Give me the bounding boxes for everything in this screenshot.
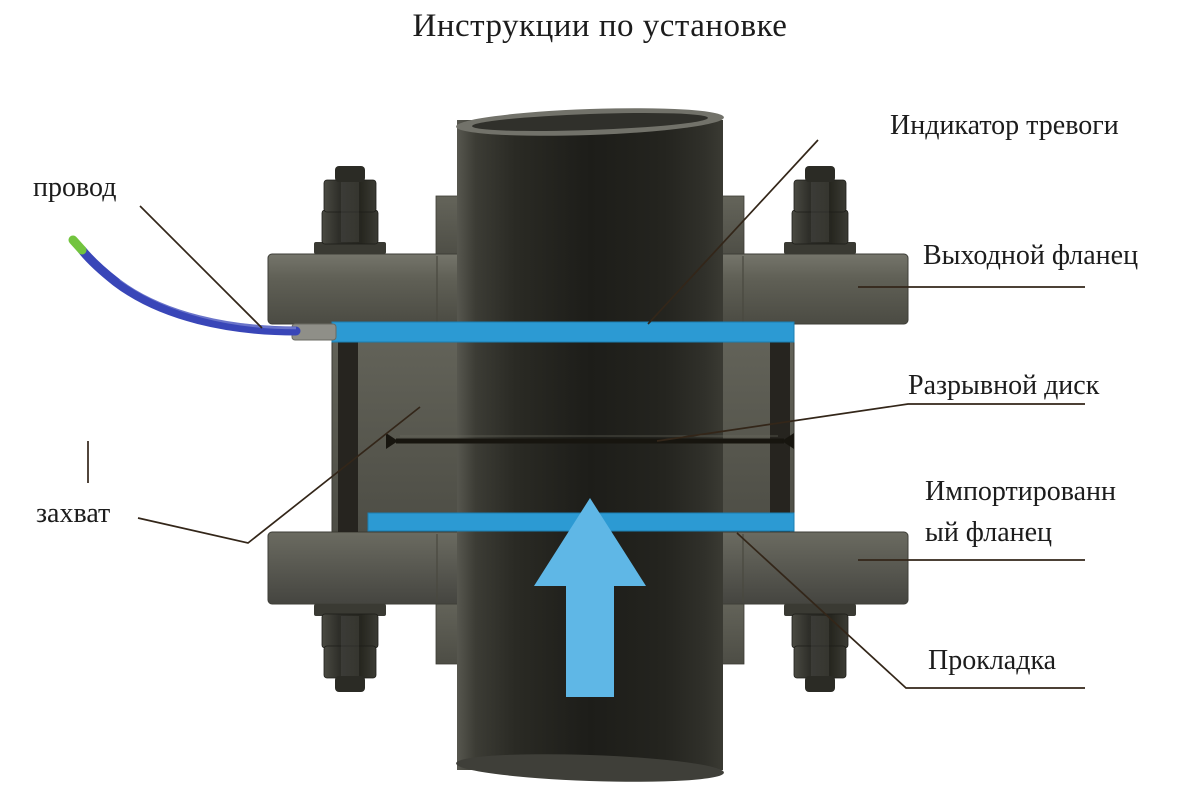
label-wire: провод	[33, 172, 117, 203]
rupture-disc	[386, 433, 794, 449]
leader-grip	[137, 406, 421, 544]
signal-wire	[68, 235, 337, 341]
leader-wire	[139, 205, 263, 329]
pipe-bottom-cut-rim	[456, 754, 724, 782]
diagram-title: Инструкции по установке	[412, 8, 788, 44]
leader-alarm-indicator	[647, 139, 819, 325]
top-left-nut-stack	[313, 165, 387, 255]
label-rupture-disc: Разрывной диск	[908, 370, 1100, 401]
pipe-top-interior	[472, 113, 708, 131]
bottom-left-nut-stack	[313, 603, 387, 693]
leader-gasket	[736, 532, 1085, 689]
flow-direction-arrow	[534, 498, 646, 697]
label-gasket: Прокладка	[928, 645, 1057, 676]
disc-left-tab	[386, 433, 398, 449]
wire-green-tip	[68, 235, 87, 255]
disc-right-tab	[782, 433, 794, 449]
right-bolt-shaft	[770, 326, 790, 532]
top-right-nut-stack	[783, 165, 857, 255]
wire-cable	[77, 245, 301, 336]
leader-rupture-disc	[656, 403, 1085, 442]
label-outlet-flange: Выходной фланец	[923, 240, 1139, 271]
label-grip: захват	[36, 498, 111, 529]
left-bolt-shaft	[338, 326, 358, 532]
label-imported-flange-line1: Импортированн	[925, 476, 1117, 507]
label-alarm-indicator: Индикатор тревоги	[890, 110, 1119, 141]
alarm-indicator-band	[331, 321, 795, 343]
bottom-right-nut-stack	[783, 603, 857, 693]
leader-lines	[87, 139, 1085, 689]
through-bolt-shafts	[338, 326, 790, 532]
label-imported-flange: Импортированн ый фланец	[925, 472, 1116, 553]
label-imported-flange-line2: ый фланец	[925, 516, 1053, 548]
